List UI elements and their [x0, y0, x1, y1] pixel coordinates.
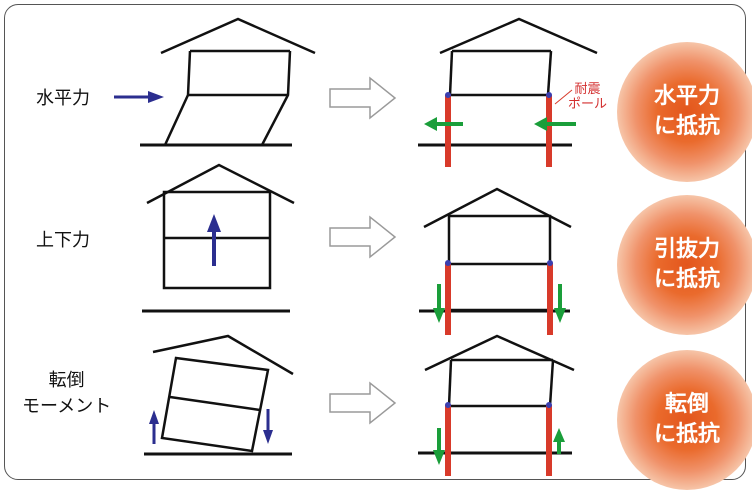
moment-arrow-icon [149, 409, 273, 444]
result-3-line-1: 転倒 [664, 392, 709, 417]
reaction-arrow-icon [433, 428, 565, 465]
uplift-force-arrow-icon [207, 214, 221, 266]
seismic-pole-icon [445, 402, 552, 476]
result-2-line-1: 引抜力 [653, 237, 720, 262]
row-1-label-line-1: 水平力 [36, 88, 90, 109]
row-3-label-line-1: 転倒 [48, 370, 85, 391]
transition-arrow-icon [329, 381, 397, 425]
result-2-line-2: に抵抗 [653, 267, 720, 292]
result-glow-3 [617, 350, 752, 490]
seismic-pole-label: 耐震 ポール [568, 82, 607, 112]
transition-arrow-icon [329, 76, 397, 120]
row-2-before-house [142, 163, 295, 313]
result-text-3: 転倒 に抵抗 [617, 390, 752, 450]
transition-arrow-icon [329, 215, 397, 259]
result-text-2: 引抜力 に抵抗 [617, 235, 752, 295]
reaction-arrow-icon [424, 117, 576, 131]
result-3-line-2: に抵抗 [653, 422, 720, 447]
seismic-pole-icon [445, 260, 553, 335]
result-text-1: 水平力 に抵抗 [617, 82, 752, 142]
seismic-pole-label-line-1: 耐震 [574, 82, 601, 97]
row-3-label: 転倒 モーメント [22, 368, 111, 420]
result-1-line-2: に抵抗 [653, 114, 720, 139]
seismic-pole-label-line-2: ポール [568, 97, 608, 112]
row-3-before-house [144, 334, 294, 456]
force-arrow-icon [114, 91, 164, 103]
seismic-pole-icon [445, 89, 573, 167]
row-2-label: 上下力 [36, 228, 90, 254]
row-1-label: 水平力 [36, 86, 90, 112]
row-2-label-line-1: 上下力 [36, 230, 90, 251]
row-3-label-line-2: モーメント [22, 396, 112, 417]
result-1-line-1: 水平力 [653, 84, 720, 109]
result-glow-2 [617, 195, 752, 335]
result-glow-1 [617, 42, 752, 182]
row-1-before-house [140, 17, 316, 147]
reaction-arrow-icon [433, 284, 566, 323]
